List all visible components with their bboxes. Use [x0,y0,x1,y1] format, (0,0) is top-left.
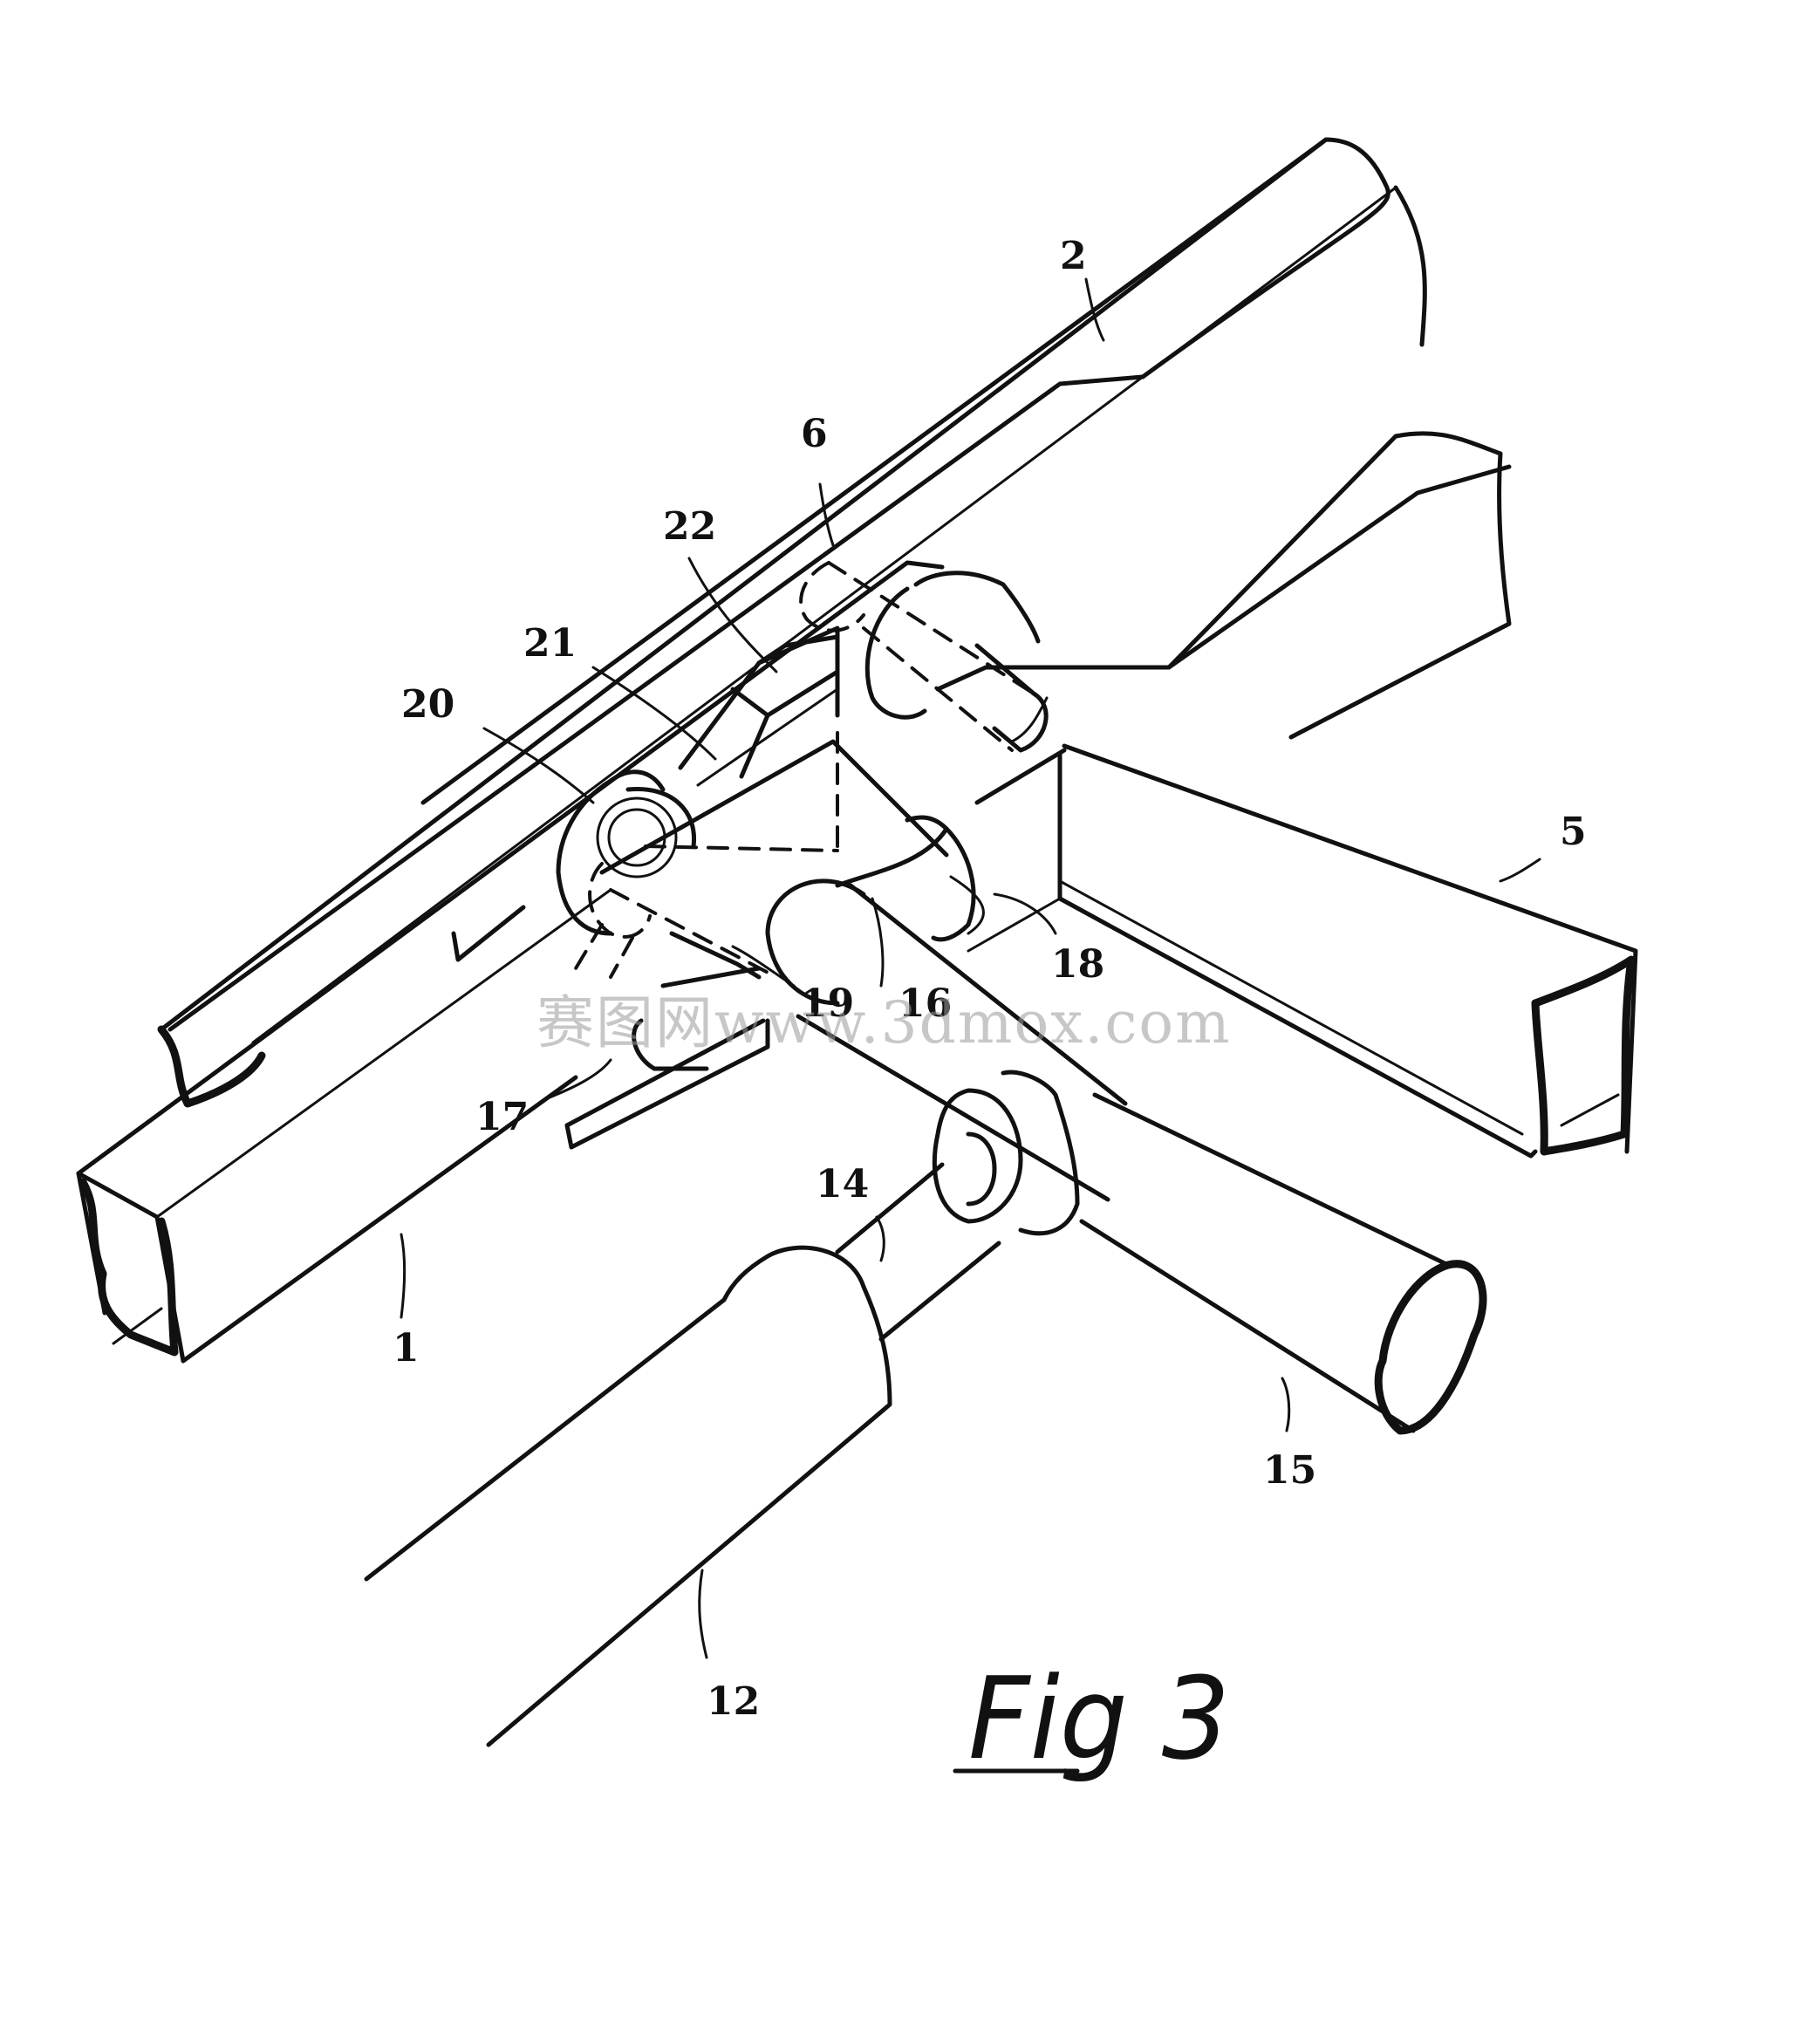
label-21: 21 [523,621,577,666]
tube-1 [76,560,945,1364]
bracket-21-22 [678,626,840,787]
slot-bar-19 [660,931,762,988]
tube-15 [1079,1092,1487,1435]
label-12: 12 [707,1679,760,1724]
label-22: 22 [663,504,716,549]
pin-6 [864,571,1049,753]
label-16: 16 [898,981,952,1026]
label-14: 14 [816,1162,869,1207]
slide-17 [564,1018,770,1150]
label-2: 2 [1060,234,1087,278]
bearing-housing [556,739,949,936]
tube-5 [935,431,1638,1159]
pivot-tube-16 [765,815,1128,1202]
rod-14 [835,1162,1001,1342]
label-1: 1 [393,1326,420,1371]
reference-labels: 2 6 22 21 20 5 18 19 16 17 14 1 15 12 [393,234,1587,1724]
label-18: 18 [1051,942,1104,987]
label-6: 6 [801,412,828,456]
tube-2 [157,137,1427,1108]
watermark: 赛图网www.3dmox.com [536,989,1232,1056]
cylinder-12 [364,1245,892,1747]
label-15: 15 [1263,1448,1316,1493]
hidden-lines [574,561,1035,979]
caption-text: Fig 3 [968,1652,1230,1785]
label-17: 17 [475,1095,529,1139]
figure-caption: Fig 3 [953,1652,1230,1785]
label-20: 20 [401,682,454,727]
label-19: 19 [801,981,854,1026]
leader-lines [400,277,1541,1659]
label-5: 5 [1560,810,1587,854]
collar-14 [932,1070,1080,1236]
